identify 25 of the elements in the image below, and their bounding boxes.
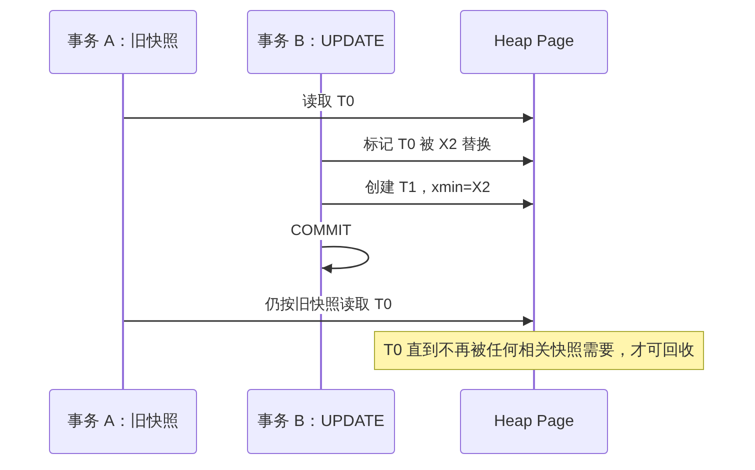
message-label: COMMIT [290,222,352,240]
message-arrow [124,113,533,123]
participant-label: Heap Page [494,412,574,432]
participant-label: Heap Page [494,32,574,52]
message-label: 读取 T0 [302,93,356,111]
lifeline [122,74,124,389]
participant-box [247,10,395,74]
message-label: 创建 T1，xmin=X2 [364,179,492,197]
participant-box [49,10,197,74]
participant-box [460,389,608,454]
participant-box [460,10,608,74]
participant-label: 事务 B：UPDATE [258,32,384,52]
participant-box [247,389,395,454]
participant-label: 事务 A：旧快照 [67,32,179,52]
participant-label: 事务 B：UPDATE [258,412,384,432]
message-arrow [322,156,533,166]
message-label: 标记 T0 被 X2 替换 [362,136,492,154]
message-arrow [124,316,533,326]
participant-box [49,389,197,454]
message-label: 仍按旧快照读取 T0 [264,296,393,314]
self-message-arrow [322,246,369,274]
note-box [374,331,704,370]
participant-label: 事务 A：旧快照 [67,412,179,432]
message-arrow [322,199,533,209]
note-text: T0 直到不再被任何相关快照需要，才可回收 [383,340,695,360]
